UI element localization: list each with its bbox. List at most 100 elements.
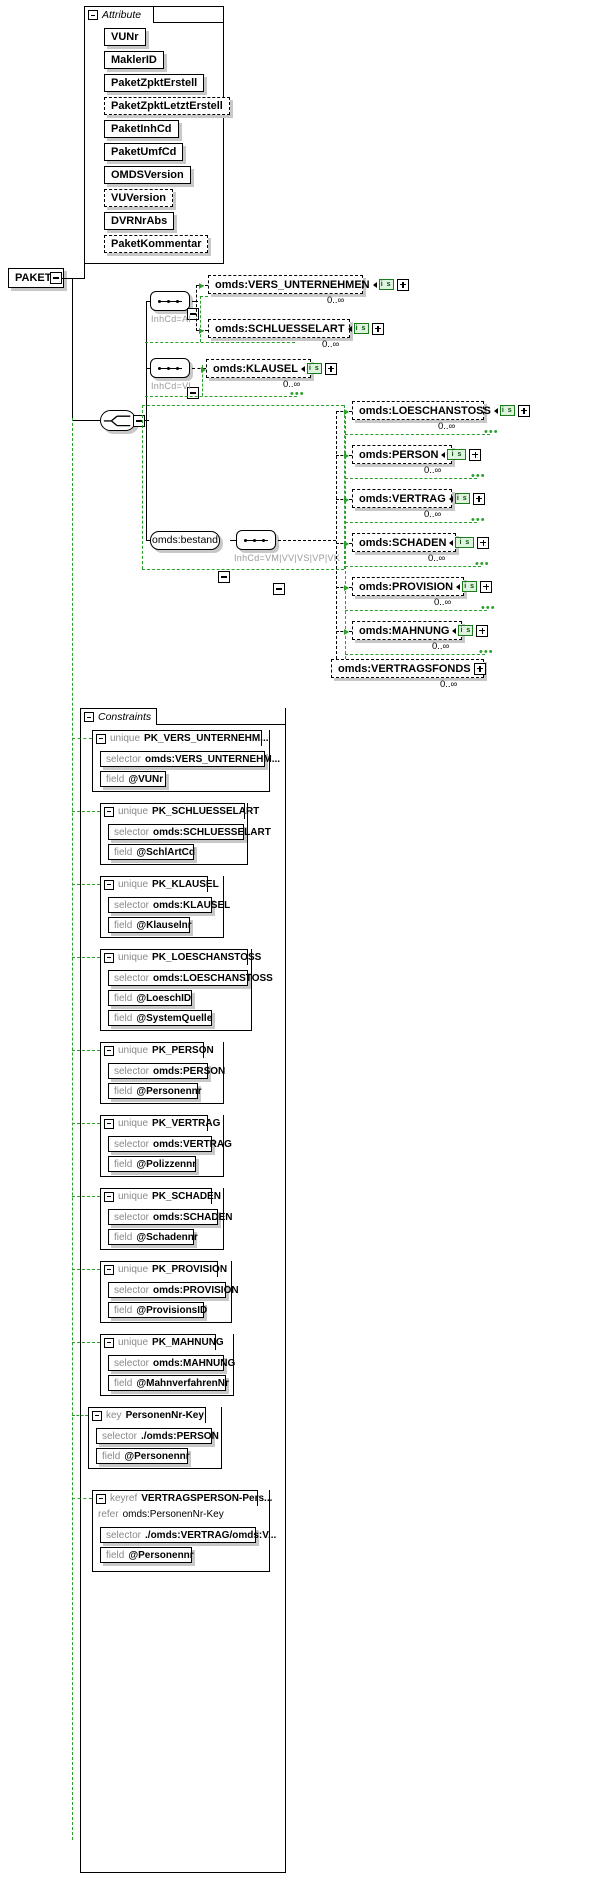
- collapse-icon[interactable]: [104, 1045, 114, 1056]
- constraint-field-7-0[interactable]: field @Schadennr: [108, 1229, 198, 1245]
- attribute-maklerid[interactable]: MaklerID: [104, 51, 164, 69]
- paket-trunk-down: [72, 278, 74, 421]
- constraint-selector-8[interactable]: selector omds:PROVISION: [108, 1282, 239, 1298]
- field-value: @Polizzennr: [136, 1158, 197, 1170]
- expand-icon[interactable]: [472, 492, 485, 505]
- constraint-selector-3[interactable]: selector omds:KLAUSEL: [108, 897, 230, 913]
- type-arrow-icon: [441, 451, 446, 458]
- constraint-selector-5[interactable]: selector omds:PERSON: [108, 1063, 225, 1079]
- collapse-icon[interactable]: [104, 1264, 114, 1275]
- constraint-field-11-0[interactable]: field @Personennr: [100, 1547, 194, 1563]
- constraint-header-11[interactable]: keyref VERTRAGSPERSON-Pers...: [92, 1490, 272, 1506]
- element-vertragsfonds[interactable]: omds:VERTRAGSFONDS: [331, 659, 486, 678]
- constraint-field-5-0[interactable]: field @Personennr: [108, 1083, 202, 1099]
- collapse-icon[interactable]: [88, 10, 98, 20]
- constraint-selector-9[interactable]: selector omds:MAHNUNG: [108, 1355, 235, 1371]
- expand-icon[interactable]: [476, 624, 489, 637]
- constraint-field-4-1[interactable]: field @SystemQuelle: [108, 1010, 212, 1026]
- constraint-header-8[interactable]: unique PK_PROVISION: [100, 1261, 227, 1277]
- attribute-paketkommentar[interactable]: PaketKommentar: [104, 235, 209, 253]
- attribute-dvrnrabs[interactable]: DVRNrAbs: [104, 212, 175, 230]
- collapse-icon[interactable]: [84, 712, 94, 722]
- attribute-vunr[interactable]: VUNr: [104, 28, 146, 46]
- expand-icon[interactable]: [517, 404, 530, 417]
- element-vertrag[interactable]: omds:VERTRAG i s: [352, 489, 485, 508]
- choice-collapse-icon[interactable]: [133, 415, 145, 427]
- constraints-tab[interactable]: Constraints: [80, 708, 157, 725]
- attribute-paketzpktletzterstell[interactable]: PaketZpktLetztErstell: [104, 97, 230, 115]
- bestand-collapse-icon[interactable]: [218, 571, 230, 583]
- col-green-spine: [345, 411, 346, 669]
- constraint-field-6-0[interactable]: field @Polizzennr: [108, 1156, 196, 1172]
- constraint-selector-2[interactable]: selector omds:SCHLUESSELART: [108, 824, 271, 840]
- sequence-compositor-vi[interactable]: [150, 358, 190, 378]
- constraint-header-1[interactable]: unique PK_VERS_UNTERNEHM...: [92, 730, 269, 746]
- constraint-header-3[interactable]: unique PK_KLAUSEL: [100, 876, 219, 892]
- green-link-c5: [72, 1050, 100, 1051]
- expand-icon[interactable]: [473, 662, 486, 675]
- element-loeschanstoss[interactable]: omds:LOESCHANSTOSS i s: [352, 401, 530, 420]
- constraint-header-6[interactable]: unique PK_VERTRAG: [100, 1115, 220, 1131]
- collapse-icon[interactable]: [104, 806, 114, 817]
- collapse-icon[interactable]: [92, 1410, 102, 1421]
- collapse-icon[interactable]: [104, 879, 114, 890]
- choice-compositor[interactable]: [100, 410, 136, 431]
- attribute-group-tab[interactable]: Attribute: [84, 6, 154, 23]
- attribute-paketinhcd[interactable]: PaketInhCd: [104, 120, 179, 138]
- constraint-field-9-0[interactable]: field @MahnverfahrenNr: [108, 1375, 229, 1391]
- collapse-icon[interactable]: [104, 1118, 114, 1129]
- paket-collapse-icon[interactable]: [50, 272, 62, 284]
- constraint-selector-10[interactable]: selector ./omds:PERSON: [96, 1428, 219, 1444]
- element-label: omds:VERS_UNTERNEHMEN: [215, 278, 370, 291]
- sequence-compositor-ai[interactable]: [150, 291, 190, 311]
- constraint-selector-7[interactable]: selector omds:SCHADEN: [108, 1209, 232, 1225]
- expand-icon[interactable]: [371, 322, 384, 335]
- collapse-icon[interactable]: [104, 1191, 114, 1202]
- element-vers-unternehmen[interactable]: omds:VERS_UNTERNEHMEN i s: [208, 275, 409, 294]
- constraint-header-4[interactable]: unique PK_LOESCHANSTOSS: [100, 949, 261, 965]
- element-provision[interactable]: omds:PROVISION i s: [352, 577, 493, 596]
- collapse-icon[interactable]: [104, 1337, 114, 1348]
- constraint-selector-4[interactable]: selector omds:LOESCHANSTOSS: [108, 970, 273, 986]
- expand-icon[interactable]: [477, 536, 490, 549]
- attribute-vuversion[interactable]: VUVersion: [104, 189, 174, 207]
- element-mahnung[interactable]: omds:MAHNUNG i s: [352, 621, 489, 640]
- constraint-field-2-0[interactable]: field @SchlArtCd: [108, 844, 195, 860]
- collapse-icon[interactable]: [96, 733, 106, 744]
- field-value: @Personennr: [128, 1549, 194, 1561]
- constraint-field-3-0[interactable]: field @Klauselnr: [108, 917, 192, 933]
- constraint-header-2[interactable]: unique PK_SCHLUESSELART: [100, 803, 259, 819]
- constraints-title: Constraints: [98, 711, 152, 723]
- collapse-icon[interactable]: [104, 952, 114, 963]
- sequence-bestand-collapse-icon[interactable]: [273, 583, 285, 595]
- constraint-kind: key: [106, 1410, 122, 1421]
- attribute-paketzpkterstell[interactable]: PaketZpktErstell: [104, 74, 205, 92]
- constraint-field-4-0[interactable]: field @LoeschID: [108, 990, 192, 1006]
- collapse-icon[interactable]: [96, 1493, 106, 1504]
- expand-icon[interactable]: [324, 362, 337, 375]
- sequence-compositor-bestand[interactable]: [236, 530, 276, 550]
- constraint-selector-6[interactable]: selector omds:VERTRAG: [108, 1136, 232, 1152]
- constraint-field-10-0[interactable]: field @Personennr: [96, 1448, 190, 1464]
- element-schluesselart[interactable]: omds:SCHLUESSELART i s: [208, 319, 384, 338]
- constraint-field-1-0[interactable]: field @VUNr: [100, 771, 166, 787]
- element-person[interactable]: omds:PERSON i s: [352, 445, 482, 464]
- expand-icon[interactable]: [469, 448, 482, 461]
- constraint-selector-11[interactable]: selector ./omds:VERTRAG/omds:V...: [100, 1527, 276, 1543]
- element-klausel[interactable]: omds:KLAUSEL i s: [206, 359, 337, 378]
- element-schaden[interactable]: omds:SCHADEN i s: [352, 533, 490, 552]
- constraint-header-7[interactable]: unique PK_SCHADEN: [100, 1188, 221, 1204]
- element-label: omds:PERSON: [359, 448, 439, 461]
- cardinality-klausel: 0..∞: [283, 379, 301, 390]
- constraint-selector-1[interactable]: selector omds:VERS_UNTERNEHM...: [100, 751, 280, 767]
- constraint-header-9[interactable]: unique PK_MAHNUNG: [100, 1334, 224, 1350]
- expand-icon[interactable]: [396, 278, 409, 291]
- expand-icon[interactable]: [480, 580, 493, 593]
- element-bestand[interactable]: omds:bestand: [150, 531, 220, 550]
- constraint-header-10[interactable]: key PersonenNr-Key: [88, 1407, 206, 1423]
- attribute-paketumfcd[interactable]: PaketUmfCd: [104, 143, 184, 161]
- constraint-header-5[interactable]: unique PK_PERSON: [100, 1042, 214, 1058]
- attribute-omdsversion[interactable]: OMDSVersion: [104, 166, 191, 184]
- constraint-kind: unique: [118, 879, 149, 890]
- constraint-field-8-0[interactable]: field @ProvisionsID: [108, 1302, 207, 1318]
